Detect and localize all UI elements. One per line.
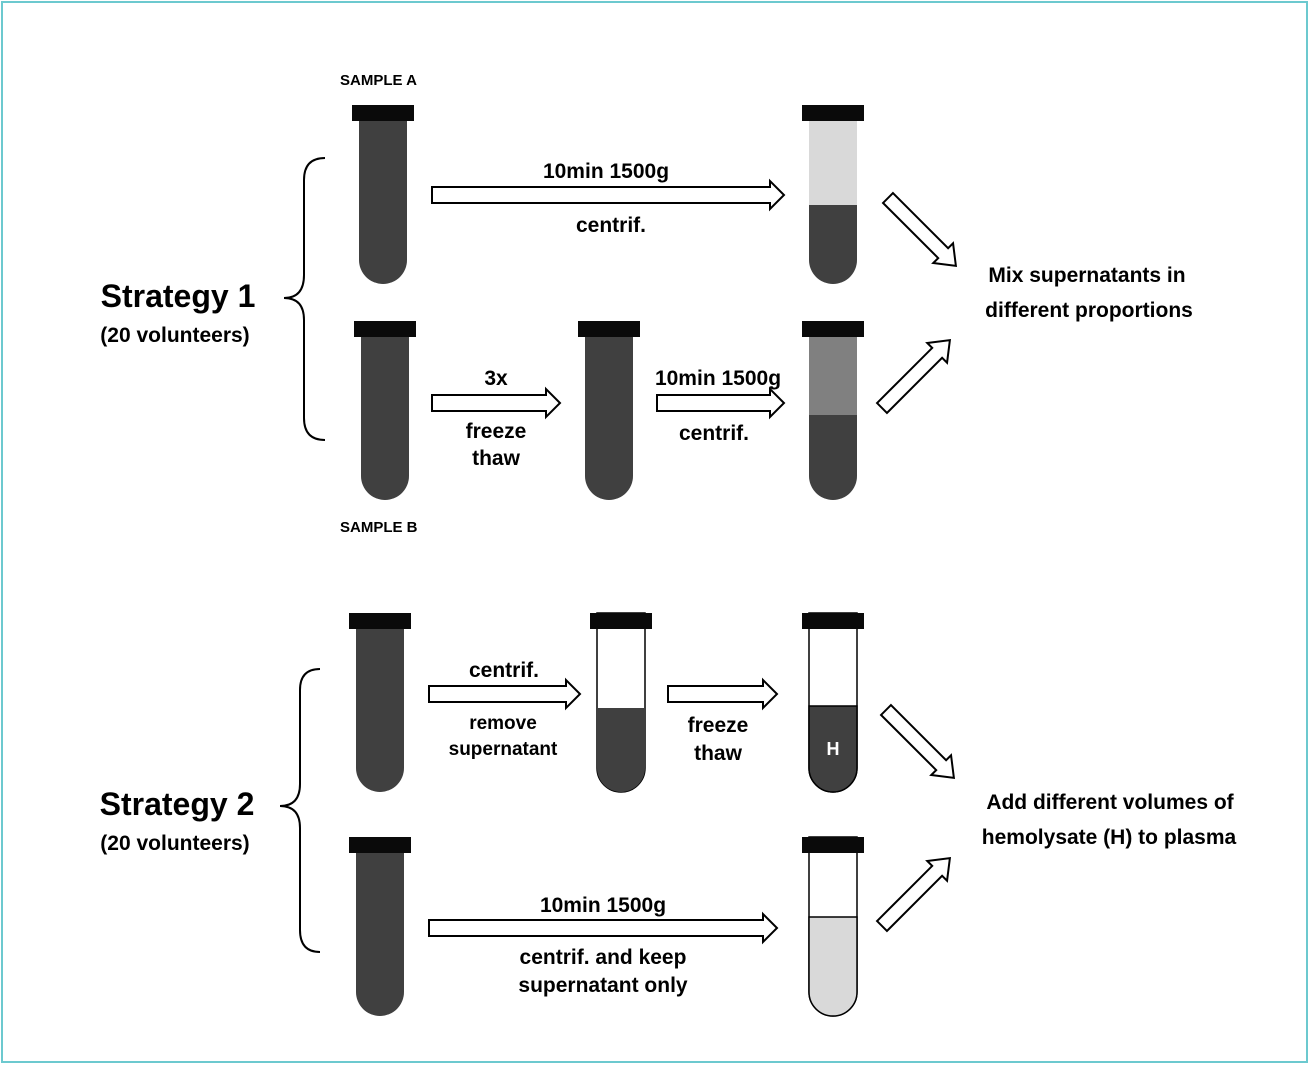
sample-a-step-bottom: centrif. — [576, 214, 646, 237]
strategy2-freeze-thaw-arrow — [667, 677, 779, 711]
strategy2-top-step1-line2: supernatant — [449, 739, 558, 760]
strategy2-bottom-step-top: 10min 1500g — [540, 894, 666, 917]
strategy1-result-line1: Mix supernatants in — [988, 264, 1185, 287]
strategy2-plasma-arrow — [428, 911, 779, 945]
sample-a-label: SAMPLE A — [340, 72, 417, 89]
strategy2-merge-arrow-up — [875, 856, 952, 933]
sample-a-whole-blood-tube — [352, 105, 414, 284]
strategy2-top-step2-line2: thaw — [694, 742, 743, 765]
strategy1-merge-arrow-up — [875, 338, 952, 415]
strategy2-result-line2: hemolysate (H) to plasma — [982, 826, 1237, 849]
strategy2-remove-supernatant-arrow — [428, 677, 582, 711]
strategy2-pellet-tube — [590, 612, 652, 793]
sample-b-label: SAMPLE B — [340, 519, 418, 536]
sample-a-centrifuge-arrow — [431, 178, 786, 212]
strategy2-whole-blood-tube-top — [349, 613, 411, 792]
strategy1-subtitle: (20 volunteers) — [100, 324, 249, 347]
sample-b-centrifuge-arrow — [656, 386, 786, 420]
sample-b-step1-top: 3x — [484, 367, 508, 390]
strategy2-subtitle: (20 volunteers) — [100, 832, 249, 855]
strategy2-bottom-step-line2: supernatant only — [518, 974, 688, 997]
sample-b-step2-top: 10min 1500g — [655, 367, 781, 390]
strategy1-brace — [283, 157, 326, 441]
strategy2-hemolysate-tube — [802, 612, 864, 793]
sample-b-step1-line2: thaw — [472, 447, 521, 470]
strategy2-top-step2-line1: freeze — [688, 714, 749, 737]
sample-b-step2-bottom: centrif. — [679, 422, 749, 445]
strategy2-result-line1: Add different volumes of — [986, 791, 1234, 814]
sample-b-centrifuged-tube — [802, 321, 864, 500]
hemolysate-label: H — [827, 739, 840, 759]
strategy2-top-step1-top: centrif. — [469, 659, 539, 682]
strategy2-whole-blood-tube-bottom — [349, 837, 411, 1016]
strategy2-merge-arrow-down — [879, 703, 956, 780]
sample-b-whole-blood-tube — [354, 321, 416, 500]
sample-b-freeze-thaw-tube — [578, 321, 640, 500]
sample-b-step1-line1: freeze — [466, 420, 527, 443]
strategy2-title: Strategy 2 — [100, 786, 255, 822]
strategy2-bottom-step-line1: centrif. and keep — [520, 946, 687, 969]
sample-a-centrifuged-tube — [802, 105, 864, 284]
strategy2-brace — [279, 668, 321, 953]
sample-a-step-top: 10min 1500g — [543, 160, 669, 183]
strategy1-result-line2: different proportions — [985, 299, 1193, 322]
sample-b-freeze-thaw-arrow — [431, 386, 562, 420]
strategy2-plasma-tube — [802, 836, 864, 1017]
strategy1-title: Strategy 1 — [101, 278, 256, 314]
strategy2-top-step1-line1: remove — [469, 713, 537, 734]
strategy1-merge-arrow-down — [881, 191, 958, 268]
